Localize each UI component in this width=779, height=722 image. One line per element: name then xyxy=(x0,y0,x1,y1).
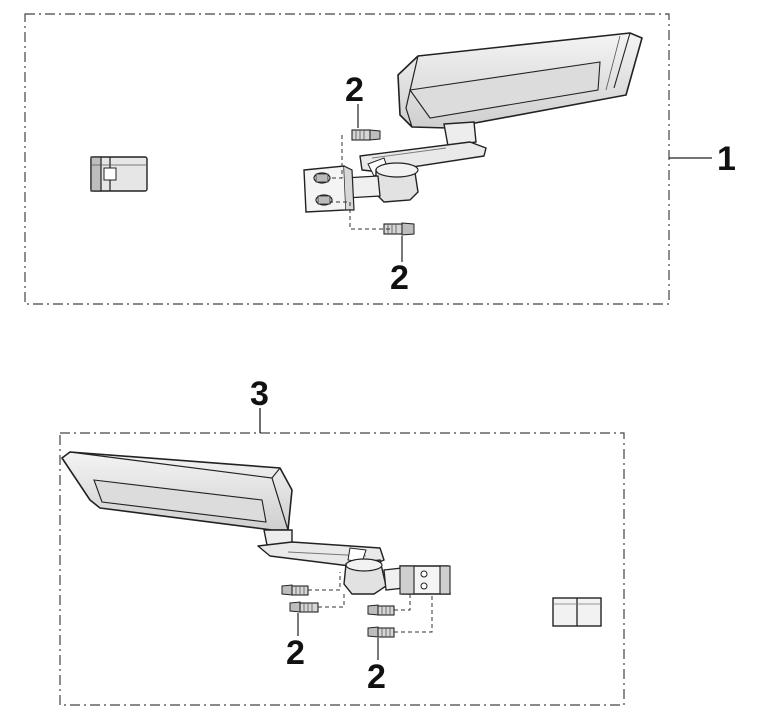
top-group-boundary xyxy=(24,13,670,305)
callout-part-2-bottom-left: 2 xyxy=(286,634,305,672)
mirror-head-bottom xyxy=(61,451,293,531)
top-assembly-group xyxy=(24,13,712,305)
assembly-lines-top xyxy=(330,135,390,230)
mount-bracket-top xyxy=(303,165,355,213)
callout-part-2-bottom-right: 2 xyxy=(367,658,386,696)
mirror-joint-top xyxy=(343,162,419,203)
callout-part-3: 3 xyxy=(250,375,269,413)
clamp-block-top xyxy=(90,156,148,192)
callout-part-1: 1 xyxy=(717,140,736,178)
mirror-head-top xyxy=(397,32,643,129)
bottom-assembly-group xyxy=(59,408,625,706)
mirror-joint-bottom xyxy=(343,558,405,595)
assembly-lines-bottom xyxy=(308,572,433,633)
bolt-bottom-2 xyxy=(289,601,319,613)
bottom-group-boundary xyxy=(59,432,625,706)
clamp-block-bottom xyxy=(552,597,602,627)
callout-part-2-top-lower: 2 xyxy=(390,259,409,297)
bolt-bottom-1 xyxy=(281,584,309,596)
bolt-top-upper xyxy=(351,129,381,141)
bolt-top-lower xyxy=(383,222,415,236)
leader-lines-part-2-bottom xyxy=(297,613,379,660)
mount-bracket-bottom xyxy=(399,565,451,595)
leader-lines-part-2-top xyxy=(357,104,403,262)
bolt-bottom-4 xyxy=(367,626,395,638)
callout-part-2-top-upper: 2 xyxy=(345,71,364,109)
bolt-bottom-3 xyxy=(367,604,395,616)
